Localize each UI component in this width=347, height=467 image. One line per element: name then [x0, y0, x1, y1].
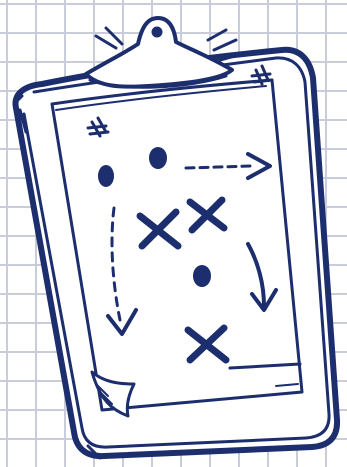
circle-mark	[150, 148, 166, 168]
clip	[86, 18, 242, 87]
circle-mark	[99, 166, 113, 186]
clip-hole	[152, 27, 162, 37]
circle-mark	[194, 266, 210, 286]
sparkle-left	[96, 28, 122, 48]
